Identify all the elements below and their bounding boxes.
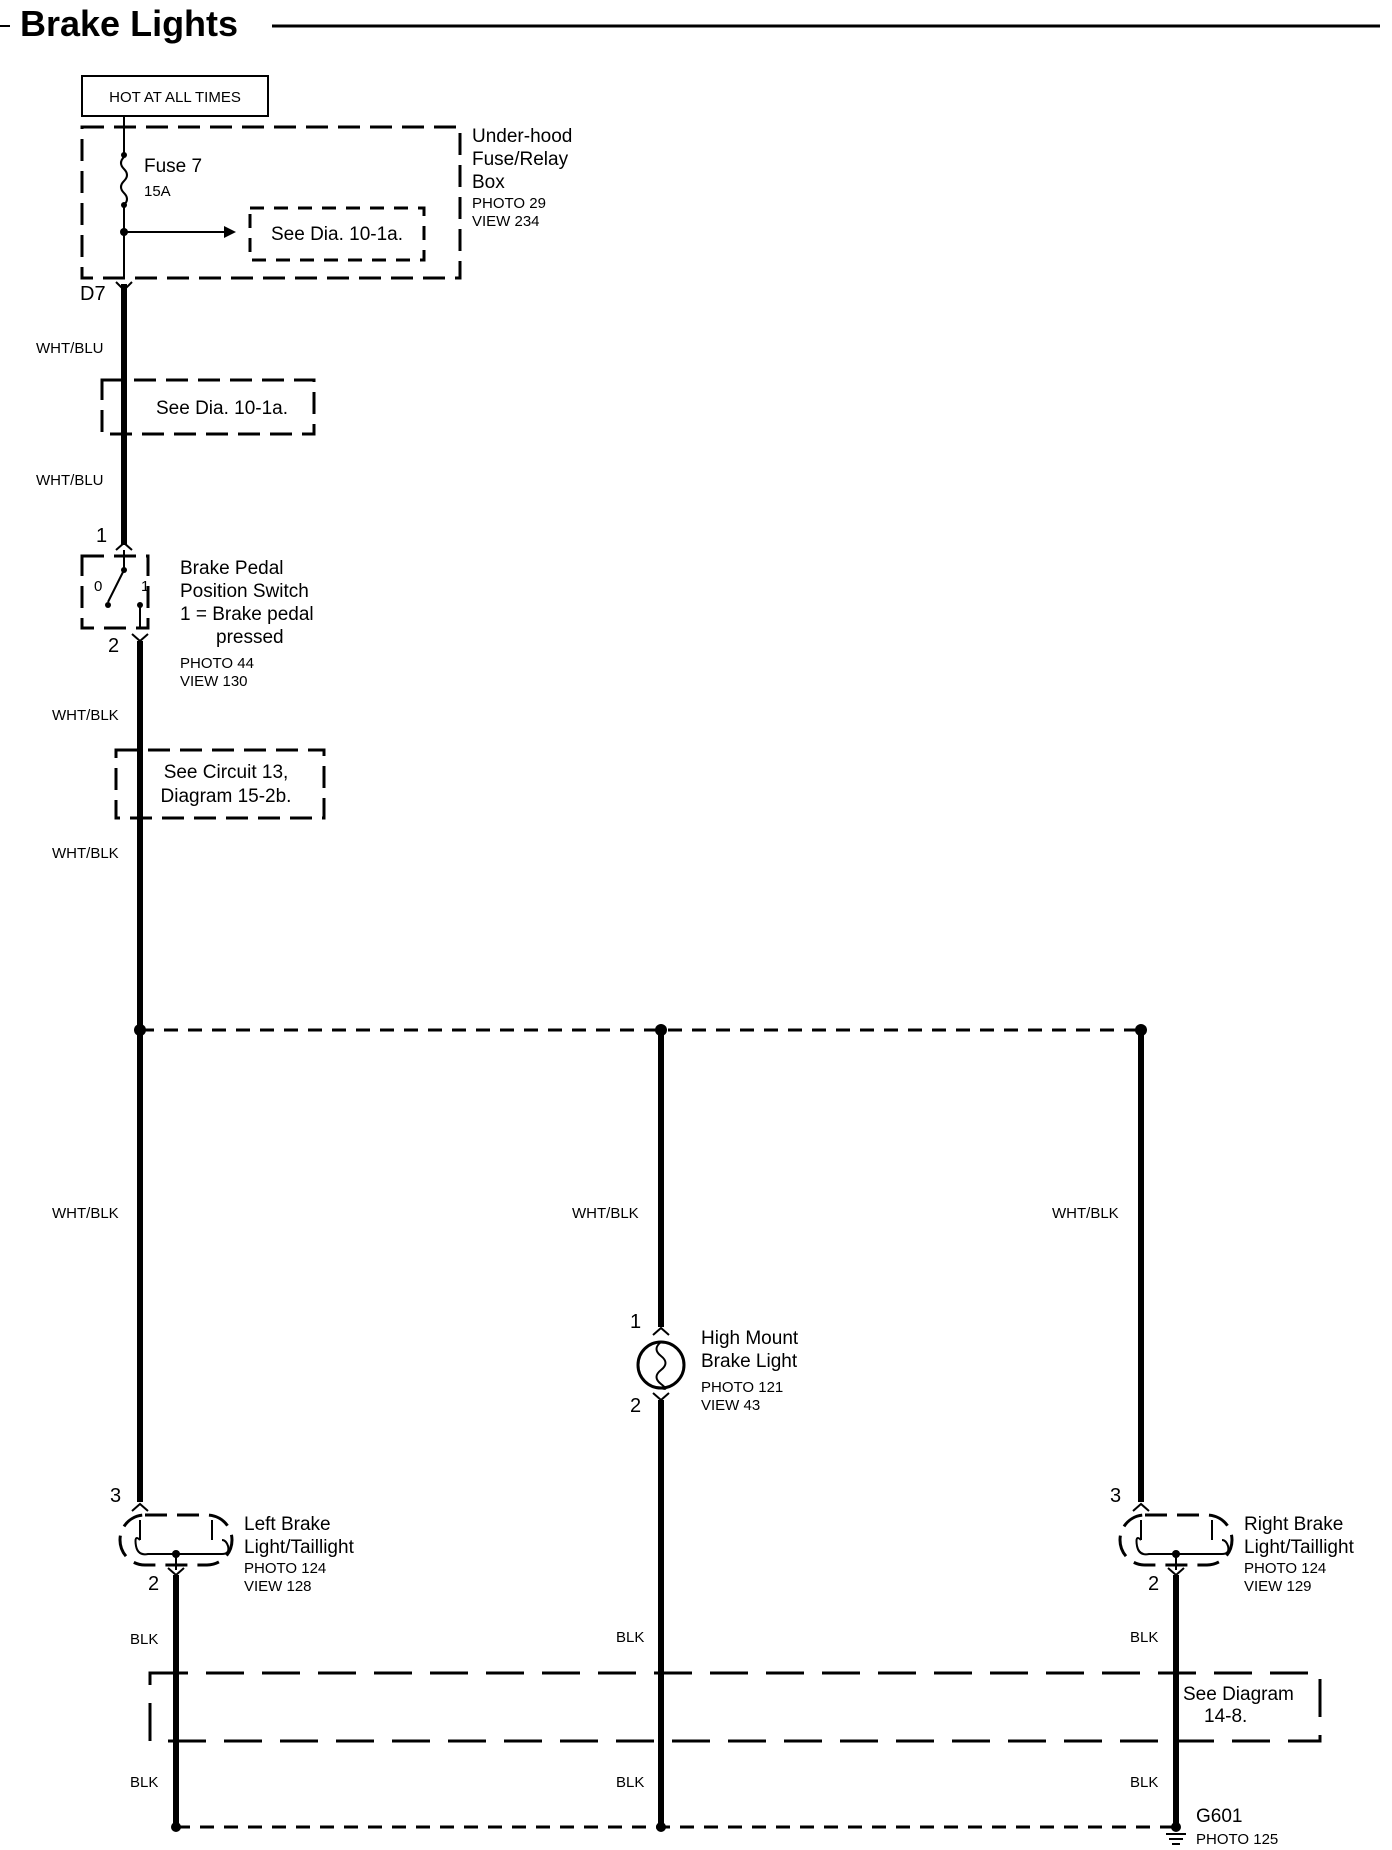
see-dia-box-2 — [100, 378, 316, 436]
high-mount-pin-2-connector-icon — [652, 1392, 670, 1402]
switch-label-line-2: Position Switch — [180, 581, 309, 602]
terminal-d7-label: D7 — [80, 283, 106, 305]
switch-pin-1-connector-icon — [115, 541, 133, 551]
switch-label-line-4: pressed — [216, 627, 284, 648]
wire-label-blk-center-1: BLK — [616, 1629, 644, 1646]
left-light-filament-icon — [134, 1520, 230, 1556]
wire-label-wht-blk-right: WHT/BLK — [1052, 1205, 1119, 1222]
high-mount-pin-1-connector-icon — [652, 1326, 670, 1336]
high-mount-filament-icon — [655, 1341, 667, 1390]
fuse-icon — [120, 156, 128, 206]
wire-label-blk-right-2: BLK — [1130, 1774, 1158, 1791]
high-mount-photo: PHOTO 121 — [701, 1379, 783, 1396]
brake-switch-outline — [80, 554, 150, 630]
switch-blade — [107, 569, 125, 603]
ground-photo: PHOTO 125 — [1196, 1831, 1278, 1848]
see-diagram-ground-line-2: 14-8. — [1204, 1706, 1247, 1727]
fuse-top-node — [121, 152, 127, 158]
left-light-pin-3: 3 — [110, 1485, 121, 1507]
right-light-pin-2: 2 — [1148, 1573, 1159, 1595]
see-diagram-ground-box — [148, 1671, 1322, 1743]
high-mount-pin-1: 1 — [630, 1311, 641, 1333]
see-diagram-text-bg — [1180, 1680, 1315, 1738]
see-circuit-line-2: Diagram 15-2b. — [161, 786, 292, 807]
high-mount-bulb-icon — [636, 1340, 686, 1390]
left-light-label-line-1: Left Brake — [244, 1514, 331, 1535]
fuse-box-view: VIEW 234 — [472, 213, 540, 230]
switch-pin-2: 2 — [108, 635, 119, 657]
wire-label-blk-left-2: BLK — [130, 1774, 158, 1791]
fuse-relay-box-outline — [80, 125, 462, 280]
see-circuit-line-1: See Circuit 13, — [164, 762, 289, 783]
switch-pin-1: 1 — [96, 525, 107, 547]
switch-label-line-1: Brake Pedal — [180, 558, 284, 579]
wire-label-wht-blu-2: WHT/BLU — [36, 472, 104, 489]
ground-node-left — [171, 1822, 181, 1832]
wire-label-blk-left-1: BLK — [130, 1631, 158, 1648]
left-light-view: VIEW 128 — [244, 1578, 312, 1595]
switch-state-1: 1 — [141, 578, 149, 595]
wire-label-blk-right-1: BLK — [1130, 1629, 1158, 1646]
see-dia-ref-2: See Dia. 10-1a. — [156, 398, 288, 419]
wire-label-wht-blk-center: WHT/BLK — [572, 1205, 639, 1222]
see-diagram-ground-line-1: See Diagram — [1183, 1684, 1294, 1705]
switch-pin-2-connector-icon — [131, 633, 149, 643]
right-light-pin-3-connector-icon — [1132, 1502, 1150, 1512]
see-circuit-box — [114, 748, 326, 820]
page-title: Brake Lights — [20, 3, 238, 44]
switch-label-line-3: 1 = Brake pedal — [180, 604, 314, 625]
wire-label-wht-blu-1: WHT/BLU — [36, 340, 104, 357]
branch-arrow-icon — [224, 226, 236, 238]
hot-at-all-times-box — [81, 75, 269, 117]
fuse-box-label-line-2: Fuse/Relay — [472, 149, 569, 170]
see-dia-ref-1: See Dia. 10-1a. — [271, 224, 403, 245]
high-mount-pin-2: 2 — [630, 1395, 641, 1417]
wire-label-wht-blk-left: WHT/BLK — [52, 1205, 119, 1222]
left-light-pin-2: 2 — [148, 1573, 159, 1595]
switch-state-0: 0 — [94, 578, 102, 595]
hot-at-all-times-label: HOT AT ALL TIMES — [109, 89, 241, 106]
switch-photo: PHOTO 44 — [180, 655, 254, 672]
fuse-rating: 15A — [144, 183, 171, 200]
wire-label-blk-center-2: BLK — [616, 1774, 644, 1791]
high-mount-label-line-1: High Mount — [701, 1328, 799, 1349]
right-light-photo: PHOTO 124 — [1244, 1560, 1326, 1577]
left-light-pin-3-connector-icon — [131, 1502, 149, 1512]
fuse-box-label-line-1: Under-hood — [472, 126, 572, 147]
fuse-box-label-line-3: Box — [472, 172, 505, 193]
ground-symbol-icon — [1166, 1833, 1186, 1845]
ground-name: G601 — [1196, 1806, 1242, 1827]
switch-contact-0 — [105, 602, 111, 608]
wire-label-wht-blk-1: WHT/BLK — [52, 707, 119, 724]
high-mount-view: VIEW 43 — [701, 1397, 760, 1414]
left-light-label-line-2: Light/Taillight — [244, 1537, 355, 1558]
fuse-name: Fuse 7 — [144, 156, 202, 177]
right-light-view: VIEW 129 — [1244, 1578, 1312, 1595]
fuse-box-photo: PHOTO 29 — [472, 195, 546, 212]
ground-node-center — [656, 1822, 666, 1832]
left-light-photo: PHOTO 124 — [244, 1560, 326, 1577]
see-dia-box-1 — [248, 206, 426, 262]
high-mount-label-line-2: Brake Light — [701, 1351, 798, 1372]
wire-label-wht-blk-2: WHT/BLK — [52, 845, 119, 862]
right-light-label-line-1: Right Brake — [1244, 1514, 1343, 1535]
ground-node-right — [1171, 1822, 1181, 1832]
right-light-filament-icon — [1135, 1520, 1230, 1556]
switch-view: VIEW 130 — [180, 673, 248, 690]
right-light-pin-3: 3 — [1110, 1485, 1121, 1507]
right-light-label-line-2: Light/Taillight — [1244, 1537, 1355, 1558]
